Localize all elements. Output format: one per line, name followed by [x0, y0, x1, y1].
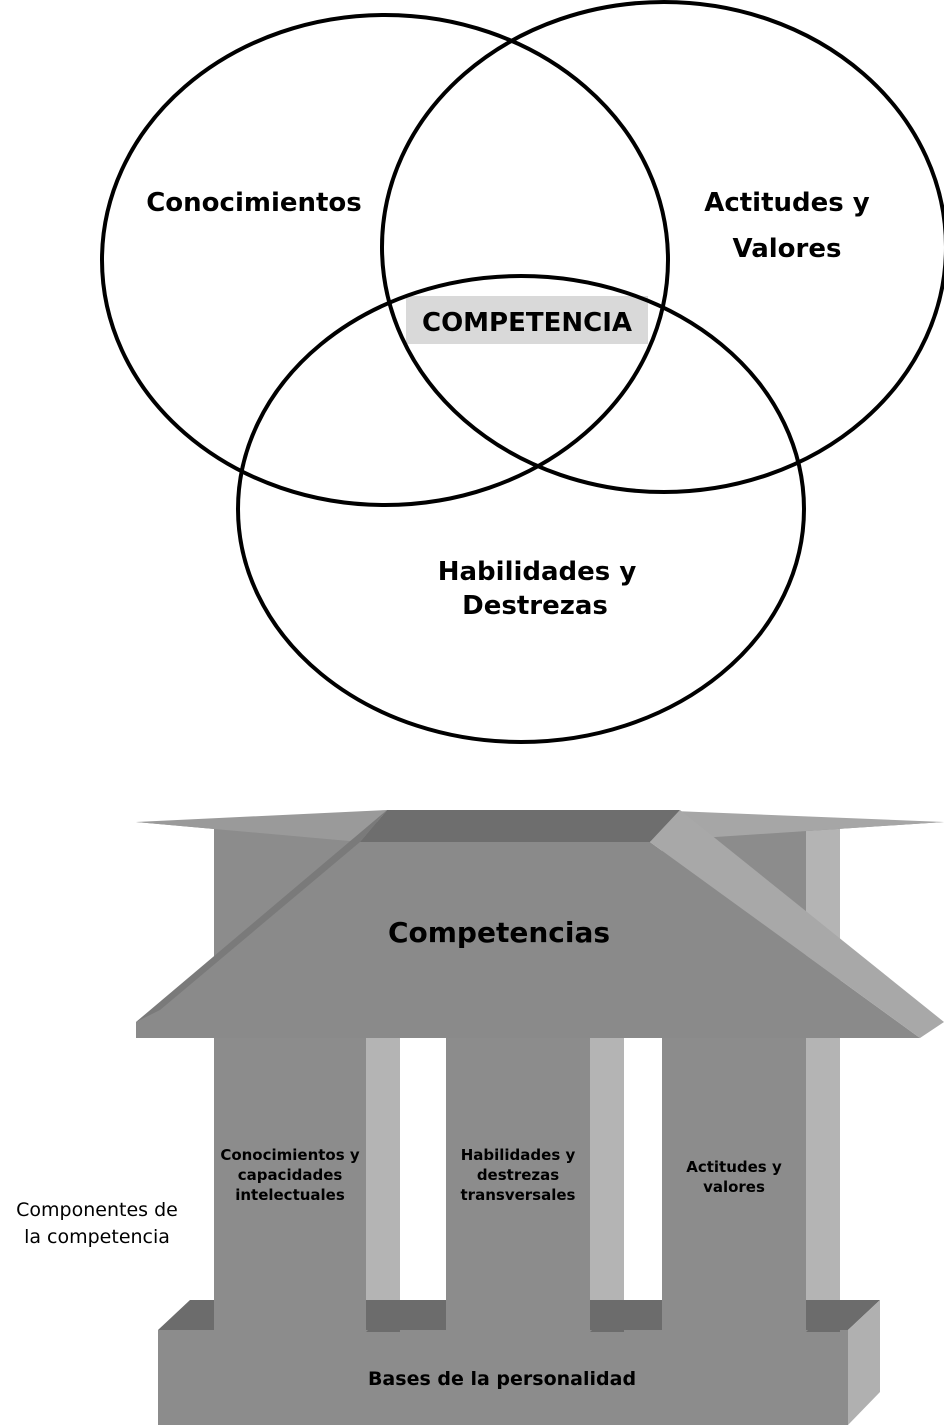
venn-diagram: Conocimientos Actitudes y Valores COMPET…	[100, 0, 944, 744]
side-label-line1: Componentes de	[16, 1199, 178, 1221]
side-label-line2: la competencia	[24, 1226, 170, 1248]
pillar-2-foot	[590, 1300, 624, 1332]
temple-diagram: Bases de la personalidad Conocimientos y…	[16, 810, 944, 1425]
circle-habilidades-destrezas	[236, 274, 806, 744]
base-side	[848, 1300, 880, 1425]
pillar-3-label-line1: Actitudes y	[686, 1158, 782, 1176]
pillar-2-label-line1: Habilidades y	[461, 1146, 576, 1164]
label-competencia: COMPETENCIA	[422, 308, 632, 338]
pillar-1-label-line3: intelectuales	[235, 1186, 345, 1204]
pillar-2-label-line2: destrezas	[477, 1166, 559, 1184]
competencia-highlight	[406, 296, 648, 344]
label-habilidades-line2: Destrezas	[462, 591, 608, 621]
label-actitudes-line1: Actitudes y	[704, 188, 870, 218]
roof-right-slope	[640, 810, 944, 842]
circle-actitudes-valores	[380, 0, 944, 494]
base-label: Bases de la personalidad	[368, 1368, 636, 1390]
roof-left-edge	[136, 810, 387, 1022]
pillar-3-label-line2: valores	[703, 1178, 765, 1196]
circle-conocimientos	[100, 13, 670, 507]
roof-label: Competencias	[388, 916, 610, 949]
roof-main	[136, 842, 920, 1038]
label-conocimientos: Conocimientos	[146, 188, 362, 218]
label-actitudes-line2: Valores	[733, 234, 842, 264]
roof-left-slope	[136, 810, 387, 842]
roof-right-edge	[650, 810, 944, 1038]
pillar-1-foot	[366, 1300, 400, 1332]
pillar-2-label-line3: transversales	[461, 1186, 576, 1204]
label-habilidades-line1: Habilidades y	[438, 557, 637, 587]
pillar-3-foot	[806, 1300, 840, 1332]
pillar-3-side	[806, 822, 840, 1300]
roof: Competencias	[136, 810, 944, 1038]
base-front	[158, 1330, 848, 1425]
pillar-1-label-line2: capacidades	[238, 1166, 343, 1184]
roof-top	[360, 810, 680, 842]
pillar-1-label-line1: Conocimientos y	[220, 1146, 360, 1164]
